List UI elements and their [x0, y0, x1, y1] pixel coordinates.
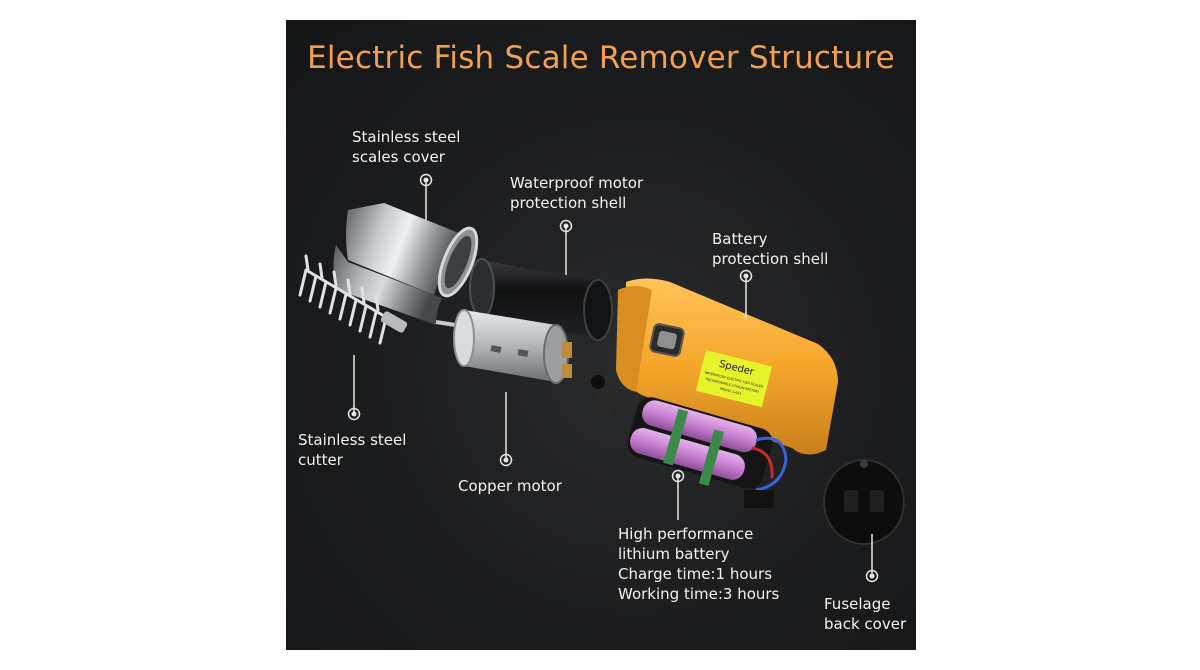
label-line: Stainless steel — [298, 431, 407, 449]
sticker-line-3: MODEL S-001 — [720, 387, 742, 396]
label-line: Stainless steel — [352, 128, 461, 146]
label-line: Waterproof motor — [510, 174, 644, 192]
label-motor-shell: Waterproof motor protection shell — [510, 173, 643, 213]
lithium-battery-part — [627, 397, 788, 508]
label-line: Working time:3 hours — [618, 585, 780, 603]
label-battery-shell: Battery protection shell — [712, 229, 828, 269]
label-line: scales cover — [352, 148, 445, 166]
callout-markers — [347, 173, 879, 583]
label-line: lithium battery — [618, 545, 730, 563]
label-line: High performance — [618, 525, 754, 543]
label-cutter: Stainless steel cutter — [298, 430, 406, 470]
exploded-view-illustration: Speder WATERPROOF ELECTRIC FISH SCALER R… — [298, 173, 905, 583]
back-cover-part — [823, 459, 905, 545]
label-line: cutter — [298, 451, 343, 469]
label-line: Charge time:1 hours — [618, 565, 773, 583]
callout-leaders — [353, 180, 873, 576]
product-sticker — [695, 350, 772, 408]
label-back-cover: Fuselage back cover — [824, 594, 906, 634]
label-lithium-battery: High performance lithium battery Charge … — [618, 524, 779, 604]
label-scales-cover: Stainless steel scales cover — [352, 127, 460, 167]
label-line: protection shell — [712, 250, 829, 268]
label-line: Battery — [712, 230, 768, 248]
label-line: back cover — [824, 615, 907, 633]
image-title: Electric Fish Scale Remover Structure — [307, 40, 895, 76]
copper-motor-part — [435, 309, 614, 418]
label-line: Fuselage — [824, 595, 891, 613]
label-copper-motor: Copper motor — [458, 476, 562, 496]
label-line: Copper motor — [458, 477, 562, 495]
cutter-part — [298, 254, 393, 345]
scales-cover-part — [333, 203, 479, 325]
battery-shell-part: Speder WATERPROOF ELECTRIC FISH SCALER R… — [616, 278, 838, 455]
product-image-panel: Electric Fish Scale Remover Structure — [286, 20, 916, 650]
cutter-hub — [380, 311, 408, 333]
label-line: protection shell — [510, 194, 627, 212]
